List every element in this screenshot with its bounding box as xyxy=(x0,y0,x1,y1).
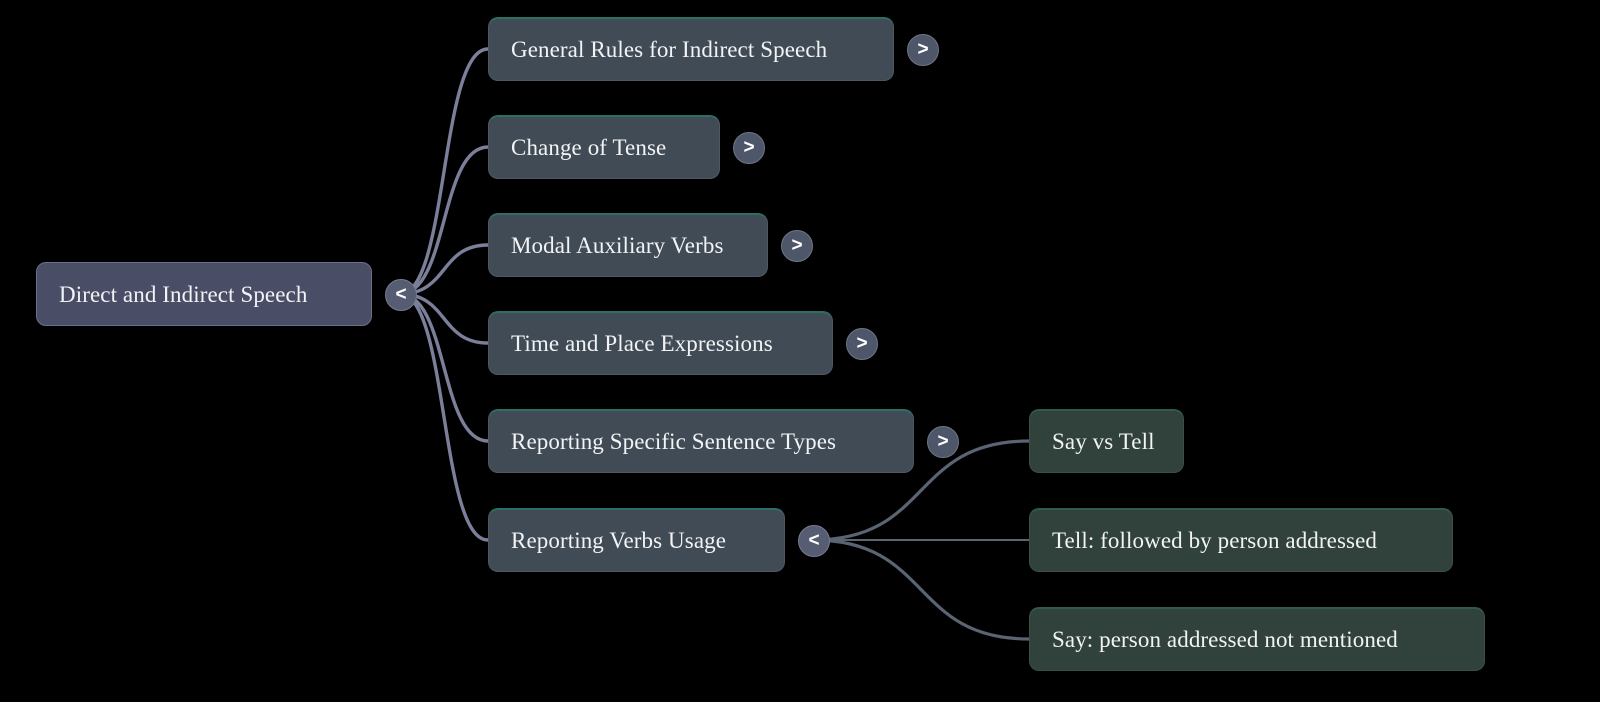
edge-root-to-branch-1 xyxy=(398,145,490,296)
chevron-right-icon: > xyxy=(791,235,803,256)
node-level1-0-label: General Rules for Indirect Speech xyxy=(511,37,828,62)
node-level1-1-label: Change of Tense xyxy=(511,135,667,160)
node-level2-5-1-label: Tell: followed by person addressed xyxy=(1052,528,1377,553)
node-level2-5-2-label: Say: person addressed not mentioned xyxy=(1052,627,1398,652)
node-level1-2[interactable]: Modal Auxiliary Verbs xyxy=(488,213,768,277)
root-collapse-toggle[interactable]: < xyxy=(385,279,417,311)
branch-1-toggle[interactable]: > xyxy=(733,132,765,164)
node-level2-5-2[interactable]: Say: person addressed not mentioned xyxy=(1029,607,1485,671)
node-level1-4[interactable]: Reporting Specific Sentence Types xyxy=(488,409,914,473)
edge-root-to-branch-4 xyxy=(398,292,490,443)
node-level1-2-label: Modal Auxiliary Verbs xyxy=(511,233,724,258)
branch-4-toggle[interactable]: > xyxy=(927,426,959,458)
chevron-right-icon: > xyxy=(743,137,755,158)
node-level1-5[interactable]: Reporting Verbs Usage xyxy=(488,508,785,572)
node-level1-1[interactable]: Change of Tense xyxy=(488,115,720,179)
node-root[interactable]: Direct and Indirect Speech xyxy=(36,262,372,326)
branch-2-toggle[interactable]: > xyxy=(781,230,813,262)
edge-root-to-branch-5 xyxy=(398,292,490,542)
node-level1-3-label: Time and Place Expressions xyxy=(511,331,773,356)
node-level2-5-0-label: Say vs Tell xyxy=(1052,429,1155,454)
chevron-right-icon: > xyxy=(856,333,868,354)
edge-branch-5-to-child-2 xyxy=(811,538,1031,641)
branch-3-toggle[interactable]: > xyxy=(846,328,878,360)
node-level2-5-0[interactable]: Say vs Tell xyxy=(1029,409,1184,473)
node-level2-5-1[interactable]: Tell: followed by person addressed xyxy=(1029,508,1453,572)
node-level1-0[interactable]: General Rules for Indirect Speech xyxy=(488,17,894,81)
node-level1-4-label: Reporting Specific Sentence Types xyxy=(511,429,837,454)
node-level1-3[interactable]: Time and Place Expressions xyxy=(488,311,833,375)
chevron-right-icon: > xyxy=(917,39,929,60)
edge-root-to-branch-0 xyxy=(398,47,490,296)
chevron-left-icon: < xyxy=(808,530,820,551)
node-level1-5-label: Reporting Verbs Usage xyxy=(511,528,727,553)
branch-5-toggle[interactable]: < xyxy=(798,525,830,557)
chevron-left-icon: < xyxy=(395,284,407,305)
branch-0-toggle[interactable]: > xyxy=(907,34,939,66)
node-root-label: Direct and Indirect Speech xyxy=(59,281,308,307)
chevron-right-icon: > xyxy=(937,431,949,452)
